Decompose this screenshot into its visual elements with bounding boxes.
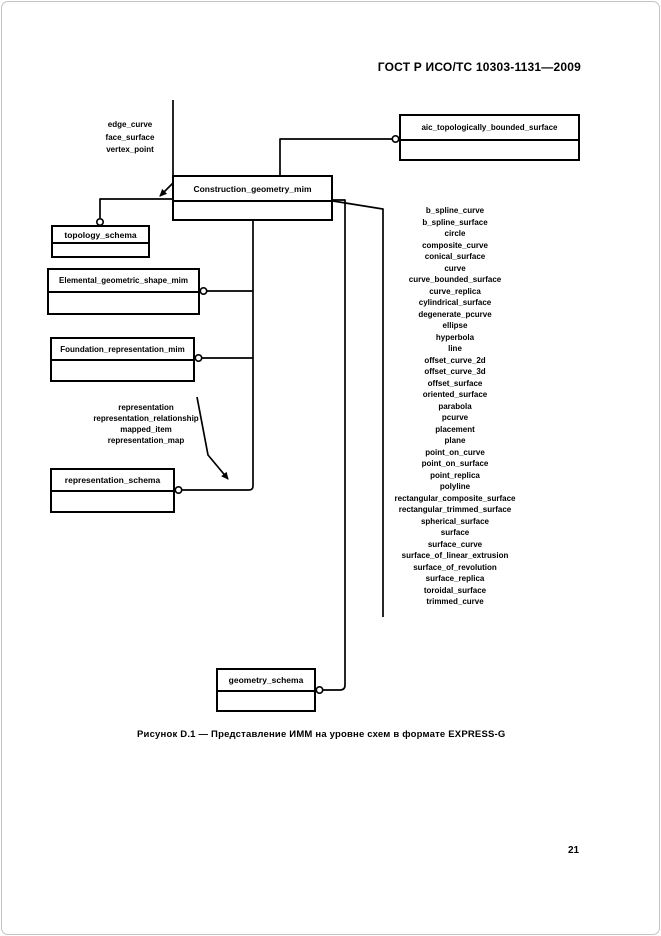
entity-list-item: parabola bbox=[438, 401, 472, 411]
entity-list-item: hyperbola bbox=[435, 332, 475, 342]
box-title: Elemental_geometric_shape_mim bbox=[49, 270, 198, 293]
connector-circle bbox=[174, 485, 183, 494]
box-title: aic_topologically_bounded_surface bbox=[401, 116, 578, 141]
entity-list-item: surface bbox=[440, 528, 470, 537]
box-construction-geometry-mim: Construction_geometry_mim bbox=[172, 175, 333, 221]
document-header: ГОСТ Р ИСО/ТС 10303-1131—2009 bbox=[377, 60, 581, 74]
box-title: topology_schema bbox=[53, 227, 148, 244]
construction-to-aic-line bbox=[279, 138, 392, 175]
connector-circle bbox=[391, 135, 400, 144]
box-representation-schema: representation_schema bbox=[50, 468, 175, 513]
box-title: geometry_schema bbox=[218, 670, 314, 692]
box-topology-schema: topology_schema bbox=[51, 225, 150, 258]
entity-list-item: offset_curve_2d bbox=[424, 355, 486, 365]
connector-circle bbox=[194, 353, 203, 362]
box-title: Construction_geometry_mim bbox=[174, 177, 331, 202]
entity-list-item: point_on_surface bbox=[421, 459, 489, 468]
entity-list-item: b_spline_curve bbox=[425, 206, 485, 215]
entity-list-border-line bbox=[332, 200, 384, 617]
entity-list-item: oriented_surface bbox=[422, 390, 488, 399]
entity-list-item: rectangular_composite_surface bbox=[394, 493, 516, 503]
entity-list-item: point_replica bbox=[430, 470, 480, 480]
entity-list-item: ellipse bbox=[442, 321, 468, 330]
page-number: 21 bbox=[568, 845, 580, 856]
annotation-line: representation bbox=[118, 403, 174, 412]
entity-list-item: circle bbox=[444, 229, 466, 238]
figure-caption: Рисунок D.1 — Представление ИММ на уровн… bbox=[137, 729, 506, 740]
entity-list-item: cylindrical_surface bbox=[418, 298, 492, 307]
connector-circle bbox=[199, 286, 208, 295]
entity-list-item: conical_surface bbox=[424, 252, 486, 261]
entity-list-item: surface_of_linear_extrusion bbox=[401, 551, 509, 560]
entity-list-item: curve_bounded_surface bbox=[408, 275, 502, 284]
entity-list-item: offset_curve_3d bbox=[424, 367, 486, 376]
entity-list-item: curve bbox=[444, 263, 466, 273]
connector-circle bbox=[315, 685, 324, 694]
box-elemental-geometric-shape-mim: Elemental_geometric_shape_mim bbox=[47, 268, 200, 315]
representation-annotation: representation representation_relationshi… bbox=[83, 402, 209, 446]
entity-list-item: pcurve bbox=[441, 413, 469, 422]
construction-to-topology-line bbox=[99, 198, 172, 218]
construction-to-geometry-line bbox=[323, 199, 346, 691]
annotation-line: representation_relationship bbox=[93, 414, 199, 423]
box-title: Foundation_representation_mim bbox=[52, 339, 193, 361]
entity-list-item: rectangular_trimmed_surface bbox=[398, 505, 512, 514]
construction-to-representation-trunk bbox=[182, 221, 254, 491]
entity-list-item: composite_curve bbox=[422, 240, 488, 250]
box-geometry-schema: geometry_schema bbox=[216, 668, 316, 712]
annotation-line: edge_curve bbox=[107, 120, 153, 129]
entity-list-item: degenerate_pcurve bbox=[418, 309, 492, 319]
entity-list-item: trimmed_curve bbox=[426, 597, 484, 606]
entity-list-item: offset_surface bbox=[427, 378, 483, 388]
entity-list-item: line bbox=[448, 344, 462, 353]
annotation-line: representation_map bbox=[107, 436, 185, 445]
box-foundation-representation-mim: Foundation_representation_mim bbox=[50, 337, 195, 382]
box-aic-topologically-bounded-surface: aic_topologically_bounded_surface bbox=[399, 114, 580, 161]
edge-face-vertex-annotation: edge_curve face_surface vertex_point bbox=[93, 119, 167, 157]
entity-list-item: surface_replica bbox=[425, 574, 485, 583]
entity-list-item: toroidal_surface bbox=[423, 585, 487, 595]
entity-list-item: polyline bbox=[439, 482, 471, 491]
annotation-line: vertex_point bbox=[106, 145, 154, 154]
entity-list-item: spherical_surface bbox=[420, 516, 490, 526]
box-title: representation_schema bbox=[52, 470, 173, 492]
entity-list-item: plane bbox=[444, 436, 466, 445]
entity-list-item: b_spline_surface bbox=[422, 217, 488, 227]
annotation-line: face_surface bbox=[105, 132, 155, 142]
entity-list-item: surface_of_revolution bbox=[413, 562, 497, 572]
annotation-line: mapped_item bbox=[120, 425, 172, 434]
entity-list-item: surface_curve bbox=[427, 539, 483, 549]
entity-list-item: placement bbox=[435, 424, 475, 434]
entity-list-item: curve_replica bbox=[429, 286, 481, 296]
representation-label-pointer-line bbox=[196, 396, 229, 480]
entity-list-item: point_on_curve bbox=[425, 447, 485, 457]
